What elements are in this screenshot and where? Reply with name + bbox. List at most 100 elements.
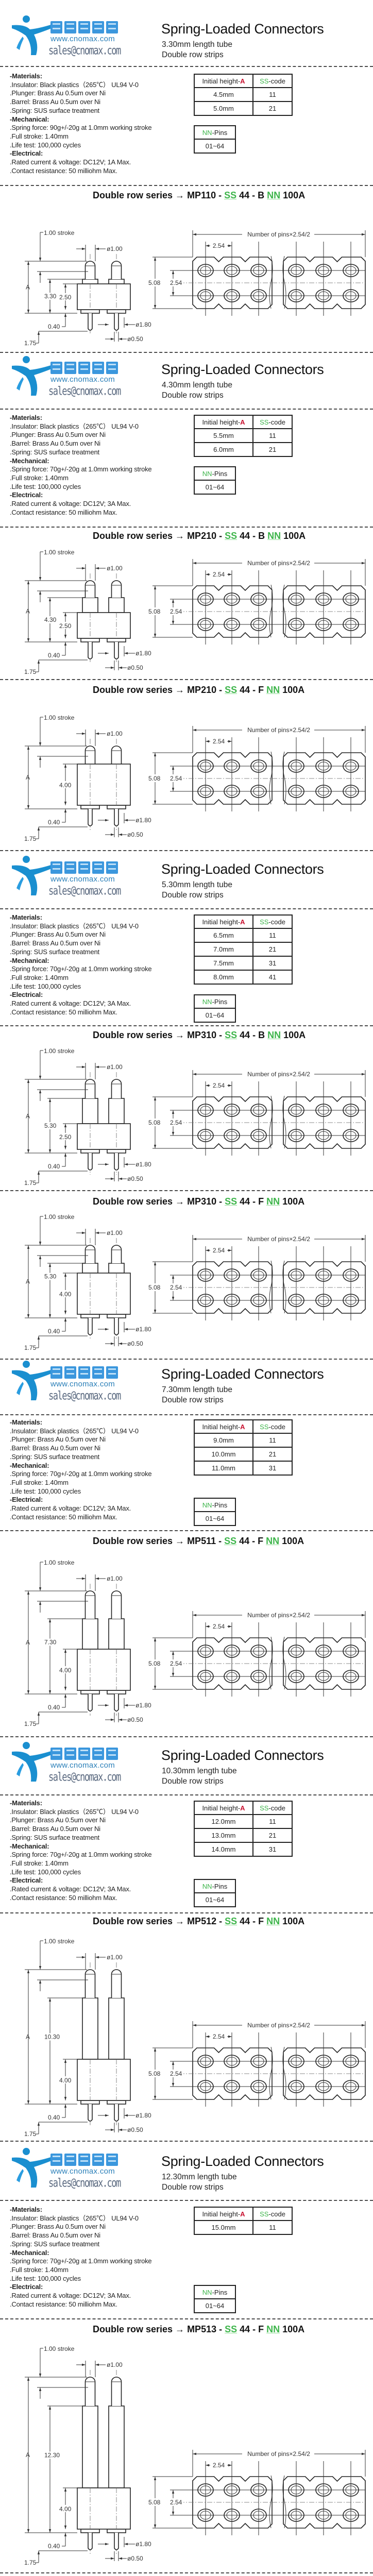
table-header-row: NN-Pins [194, 1498, 236, 1512]
pins-width-label: Number of pins×2.54/2 [247, 1235, 310, 1243]
series-mid: 44 - F [237, 2324, 267, 2334]
header-mark-a: A [240, 1422, 245, 1431]
technical-drawing: A1.00 strokeø1.004.302.500.401.75ø1.80ø0… [24, 549, 366, 675]
spec-heading: -Electrical: [10, 1876, 43, 1885]
section-divider [0, 1025, 373, 1026]
column-header-ss-code: SS-code [252, 1419, 293, 1434]
tail-pin [114, 1694, 119, 1711]
plunger [111, 1969, 122, 1998]
series-ss-code: SS [225, 1916, 238, 1926]
barrel-tube [82, 1263, 98, 1274]
series-part-number-title: Double row series → MP513 - SS 44 - F NN… [93, 2324, 304, 2335]
series-part-number-title: Double row series → MP210 - SS 44 - F NN… [93, 685, 304, 696]
pitch-label: 2.54 [213, 571, 225, 578]
tail-pin [114, 1153, 119, 1171]
series-suffix: 100A [281, 1030, 306, 1040]
spec-line: .Spring: SUS surface treatment [10, 1452, 99, 1461]
spec-line: .Full stroke: 1.40mm [10, 2265, 69, 2274]
product-title: Spring-Loaded Connectors [161, 362, 324, 377]
logo-lettering-icon [50, 1366, 118, 1379]
header-label: Initial height- [202, 2210, 241, 2218]
spec-heading: -Materials: [10, 72, 42, 80]
strip-type-subtitle: Double row strips [162, 2183, 224, 2192]
series-part-number-title: Double row series → MP110 - SS 44 - B NN… [93, 190, 305, 201]
initial-height-cell: 9.0mm [194, 1433, 253, 1448]
pins-width-label: Number of pins×2.54/2 [247, 231, 310, 238]
initial-height-cell: 7.0mm [194, 942, 253, 957]
nn-pins-range-cell: 01~64 [194, 139, 236, 154]
ss-code-cell: 21 [252, 1447, 293, 1462]
spec-line: .Barrel: Brass Au 0.5um over Ni [10, 2231, 100, 2240]
spec-line: .Plunger: Brass Au 0.5um over Ni [10, 2223, 106, 2231]
break-line [282, 1095, 286, 1149]
barrel-collar [107, 2529, 126, 2533]
header-mark-a: A [240, 418, 245, 426]
pins-width-label: Number of pins×2.54/2 [247, 1612, 310, 1619]
header-mark-a: A [240, 1804, 245, 1812]
insulator-body [77, 764, 131, 806]
spec-line: .Life test: 100,000 cycles [10, 2274, 81, 2282]
plunger-diameter-label: ø1.00 [107, 1229, 123, 1236]
spec-line: .Rated current & voltage: DC12V; 1A Max. [10, 158, 131, 166]
strip-width-label: 5.08 [148, 1660, 161, 1667]
dimension-a-label: A [26, 774, 30, 781]
body-height-label: 2.50 [59, 1133, 72, 1141]
insulator-body [77, 1273, 131, 1315]
header-label: -Pins [212, 2288, 228, 2296]
header-mark-ss: SS [260, 1804, 269, 1812]
tail-diameter-label: ø0.50 [127, 1340, 143, 1347]
logo-lettering-icon [50, 1748, 118, 1760]
table-row: 01~64 [194, 1511, 236, 1526]
series-part-number-title: Double row series → MP310 - SS 44 - B NN… [93, 1030, 306, 1041]
strip-type-subtitle: Double row strips [162, 1396, 224, 1404]
plunger [111, 580, 122, 598]
technical-drawing: A1.00 strokeø1.005.302.500.401.75ø1.80ø0… [24, 1047, 366, 1187]
series-mid: 44 - F [237, 685, 267, 695]
plunger [84, 1969, 96, 1998]
spec-line: .Insulator: Black plastics（265℃） UL94 V-… [10, 2214, 139, 2222]
logo-website: www.cnomax.com [50, 1761, 115, 1770]
series-mid: 44 - F [236, 1536, 266, 1546]
break-line [269, 1260, 273, 1314]
series-prefix: Double row series → [93, 1536, 188, 1546]
spec-line: .Plunger: Brass Au 0.5um over Ni [10, 89, 106, 97]
spec-line: .Full stroke: 1.40mm [10, 973, 69, 981]
tail-pin [114, 1318, 119, 1335]
plunger [84, 1079, 96, 1098]
collar-height-label: 0.40 [48, 1328, 60, 1335]
spec-line: .Full stroke: 1.40mm [10, 1478, 69, 1486]
plunger [84, 1590, 96, 1619]
spec-line: .Barrel: Brass Au 0.5um over Ni [10, 1444, 100, 1452]
strip-type-subtitle: Double row strips [162, 50, 224, 59]
tail-pin [88, 2104, 93, 2122]
header-label: Initial height- [202, 918, 241, 926]
header-mark-ss: SS [260, 2210, 269, 2218]
tail-length-label: 1.75 [24, 1179, 37, 1187]
header-mark-nn: NN [202, 997, 212, 1006]
break-line [269, 1095, 273, 1149]
spec-line: .Contact resistance: 50 milliohm Max. [10, 1513, 117, 1521]
spec-line: .Barrel: Brass Au 0.5um over Ni [10, 939, 100, 947]
strip-type-subtitle: Double row strips [162, 1777, 224, 1786]
header-label: -Pins [212, 1882, 228, 1890]
tube-diameter-label: ø1.80 [135, 650, 151, 657]
dimension-a-label: A [26, 1278, 30, 1285]
spec-line: .Rated current & voltage: DC12V; 3A Max. [10, 1504, 131, 1512]
logo-lettering-icon [50, 362, 118, 374]
ss-code-cell: 11 [252, 1814, 293, 1829]
spec-line: .Insulator: Black plastics（265℃） UL94 V-… [10, 80, 139, 89]
barrel-tube [108, 1098, 125, 1124]
tail-diameter-label: ø0.50 [127, 2126, 143, 2133]
logo-website: www.cnomax.com [50, 35, 115, 43]
